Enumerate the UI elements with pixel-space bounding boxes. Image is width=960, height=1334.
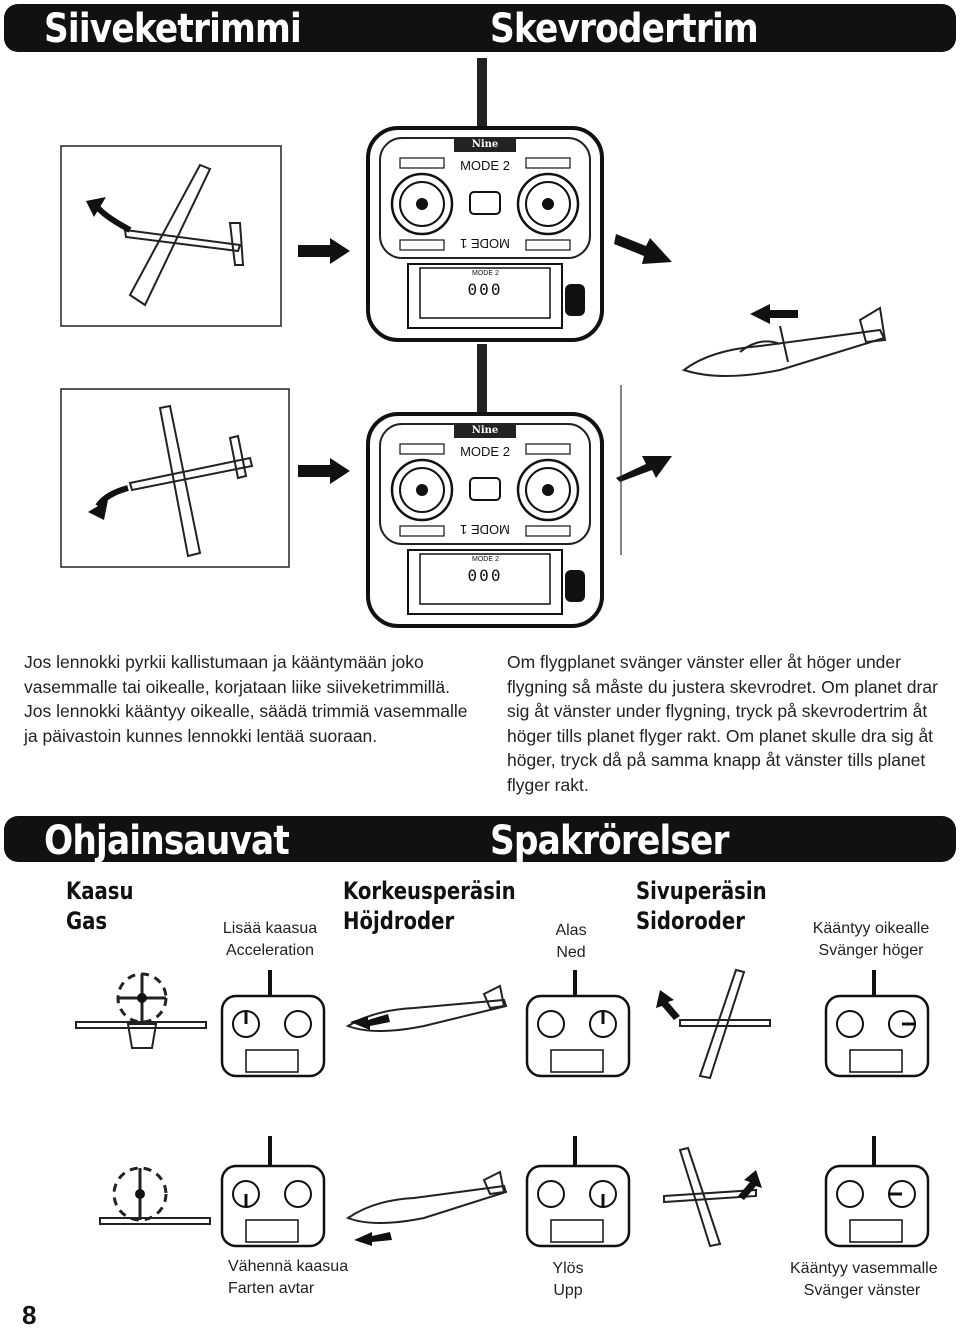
elevator-down-label: Ylös Upp: [552, 1260, 584, 1299]
arrow-right-icon: [298, 458, 350, 484]
section-title-sv: Spakrörelser: [490, 818, 729, 864]
plane-banking-illustration-1: [60, 145, 282, 327]
elevator-title: Korkeusperäsin Höjdroder: [343, 877, 516, 935]
elevator-plane-side-icon: [345, 984, 508, 1032]
arrow-right-icon: [298, 238, 350, 264]
brand-label: Nine Eagles: [454, 424, 516, 450]
paragraph-sv: Om flygplanet svänger vänster eller åt h…: [507, 652, 938, 795]
mode-label-bottom: MODE 1: [460, 236, 510, 251]
throttle-down-label: Vähennä kaasua Farten avtar: [228, 1258, 349, 1297]
header-title-fi: Siiveketrimmi: [44, 6, 302, 52]
plane-banking-illustration-2: [60, 388, 290, 568]
mode-label-bottom: MODE 1: [460, 522, 510, 537]
plane-side-view-illustration: [681, 304, 887, 377]
throttle-plane-front-icon: [75, 972, 207, 1049]
elevator-up-label: Alas Ned: [555, 922, 587, 961]
mode-label-top: MODE 2: [460, 158, 510, 173]
brand-label: Nine Eagles: [454, 138, 516, 164]
header-bar: Siiveketrimmi Skevrodertrim: [4, 4, 956, 52]
transmitter-small-icon: [220, 970, 326, 1078]
section-title-fi: Ohjainsauvat: [44, 818, 290, 864]
page-number: 8: [22, 1300, 37, 1330]
display-value: 000: [467, 566, 503, 585]
throttle-up-label: Lisää kaasua Acceleration: [222, 920, 318, 959]
rudder-right-label: Kääntyy oikealle Svänger höger: [812, 920, 930, 959]
glider-top-view-icon: [128, 404, 254, 558]
vertical-divider: [620, 385, 622, 555]
display-mode: MODE 2: [472, 270, 499, 277]
transmitter-small-icon: [525, 1136, 631, 1248]
mode-label-top: MODE 2: [460, 444, 510, 459]
arrow-left-icon: [750, 304, 798, 324]
elevator-plane-side-icon: [345, 1170, 508, 1246]
transmitter-large-1: Nine Eagles MODE 2 MODE 1 MODE 2 000: [360, 54, 610, 344]
arrow-right-icon: [614, 234, 672, 264]
curved-arrow-icon: [95, 485, 129, 508]
transmitter-small-icon: [220, 1136, 326, 1248]
display-mode: MODE 2: [472, 556, 499, 563]
arrow-right-icon: [616, 456, 672, 482]
transmitter-small-icon: [824, 1136, 930, 1248]
rudder-plane-top-icon: [663, 1146, 762, 1248]
rudder-left-label: Kääntyy vasemmalle Svänger vänster: [790, 1260, 938, 1299]
section-bar: Ohjainsauvat Spakrörelser: [4, 816, 956, 864]
paragraph-fi: Jos lennokki pyrkii kallistumaan ja kään…: [24, 652, 468, 746]
transmitter-small-icon: [525, 970, 631, 1078]
transmitter-large-2: Nine Eagles MODE 2 MODE 1 MODE 2 000: [360, 340, 610, 630]
throttle-plane-front-icon: [99, 1166, 211, 1225]
glider-top-view-icon: [123, 163, 245, 307]
display-value: 000: [467, 280, 503, 299]
rudder-plane-top-icon: [656, 968, 771, 1080]
transmitter-small-icon: [824, 970, 930, 1078]
header-title-sv: Skevrodertrim: [490, 6, 759, 52]
rudder-title: Sivuperäsin Sidoroder: [636, 877, 767, 935]
throttle-title: Kaasu Gas: [66, 877, 134, 935]
